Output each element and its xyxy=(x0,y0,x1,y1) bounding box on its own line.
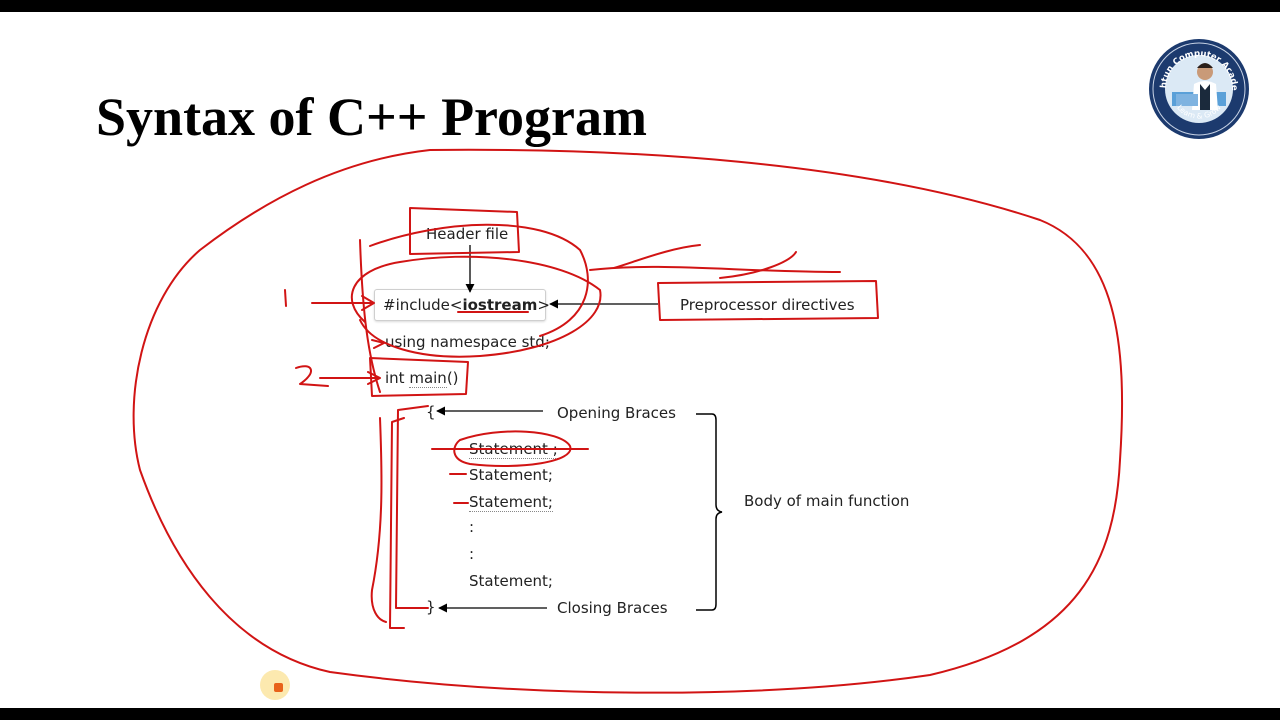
slide-title: Syntax of C++ Program xyxy=(96,87,647,147)
annotation-marker-2 xyxy=(295,365,329,387)
annotation-include-loop-2 xyxy=(369,223,589,337)
statement-line: Statement; xyxy=(469,493,553,512)
academy-logo: Pashtun Computer Academy Learn & Grow xyxy=(1144,31,1250,140)
annotation-statement-loop xyxy=(453,430,572,467)
int-keyword: int xyxy=(385,369,410,387)
annotation-include-loop xyxy=(350,255,602,358)
body-of-main-label: Body of main function xyxy=(744,492,910,510)
annotation-header-box xyxy=(409,207,520,255)
annotation-preprocessor-box xyxy=(657,280,879,321)
statement-ellipsis: : xyxy=(469,518,475,536)
annotation-body-bracket xyxy=(395,405,429,609)
closing-brace: } xyxy=(426,598,436,616)
preprocessor-label: Preprocessor directives xyxy=(680,296,855,314)
annotation-arrow-1 xyxy=(311,295,375,311)
statement-line: Statement; xyxy=(469,572,553,590)
include-line: #include<iostream> xyxy=(383,296,550,314)
bottom-letterbox-bar xyxy=(0,708,1280,720)
header-file-label: Header file xyxy=(426,225,509,243)
closing-braces-label: Closing Braces xyxy=(557,599,668,617)
include-prefix: #include< xyxy=(383,296,463,314)
annotation-body-bracket-3 xyxy=(370,417,387,623)
annotation-main-box xyxy=(369,357,469,397)
opening-braces-label: Opening Braces xyxy=(557,404,676,422)
statement-ellipsis: : xyxy=(469,545,475,563)
main-parens: () xyxy=(446,369,459,387)
body-curly-brace xyxy=(696,413,723,611)
annotation-tick-2 xyxy=(719,251,797,279)
annotation-outer-loop xyxy=(132,148,1124,694)
annotation-using-arrow xyxy=(371,339,385,349)
include-header-name: iostream xyxy=(462,296,538,314)
main-function-name: main xyxy=(409,369,447,388)
include-code-box xyxy=(374,289,546,321)
annotation-body-bracket-2 xyxy=(389,417,405,629)
annotation-tick xyxy=(613,244,701,269)
annotation-top-stroke xyxy=(589,265,841,273)
using-namespace-line: using namespace std; xyxy=(385,333,550,351)
annotation-marker-1 xyxy=(284,289,287,307)
top-letterbox-bar xyxy=(0,0,1280,12)
opening-brace: { xyxy=(426,403,436,421)
statement-line: Statement; xyxy=(469,466,553,484)
pointer-cursor-highlight xyxy=(260,670,290,700)
include-suffix: > xyxy=(537,296,550,314)
int-main-line: int main() xyxy=(385,369,459,388)
